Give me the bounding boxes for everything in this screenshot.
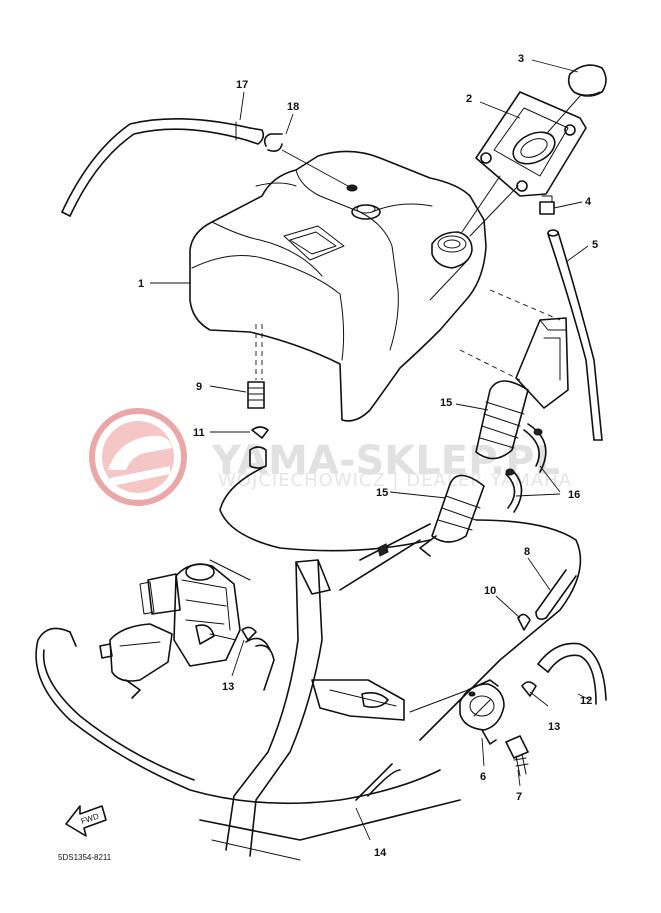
label-part-18: 18 [287,101,299,113]
part-labels: 1 2 3 4 5 8 9 10 11 12 13 13 14 15 15 16… [138,53,598,859]
hose-clip-mid [517,613,531,631]
fuel-hose-short [535,569,577,620]
label-part-11: 11 [193,427,205,439]
hose-clip-right [521,681,537,697]
vent-hose [61,118,265,217]
fuel-cock-bolt [505,735,529,777]
watermark-logo [89,408,187,506]
label-part-16: 16 [568,489,580,501]
label-part-3: 3 [518,53,524,65]
filler-cap [547,64,607,133]
carb-hose [245,637,275,691]
label-part-13-right: 13 [548,721,560,733]
hose-fitting [539,195,555,215]
fuel-tank [189,150,487,422]
fuel-cock [459,679,505,745]
fwd-arrow: FWD [65,805,107,837]
duct-frame [459,289,569,409]
filler-cover [461,91,587,237]
bellows-upper [475,380,529,460]
label-part-4: 4 [585,196,592,208]
diagram-code: 5DS1354-8211 [58,853,112,862]
label-part-1: 1 [138,278,144,290]
watermark: YAMA-SKLEP.PL WOJCIECHOWICZ | DEALER YAM… [89,408,571,506]
hose-clip-top [263,133,283,152]
label-part-14: 14 [374,847,387,859]
overflow-hose [547,229,603,441]
label-part-12: 12 [580,695,592,707]
label-part-5: 5 [592,239,598,251]
label-part-8: 8 [524,546,530,558]
label-part-9: 9 [196,381,202,393]
label-part-13-left: 13 [222,681,234,693]
fuel-line [35,467,582,805]
watermark-brand: YAMA-SKLEP.PL [211,438,560,484]
label-part-6: 6 [480,771,486,783]
leader-lines [150,59,591,841]
carburetor [99,563,241,699]
fuel-hose-right [537,642,607,705]
frame [199,523,469,861]
label-part-10: 10 [484,585,496,597]
hose-clamps [505,423,547,513]
carb-clip [241,626,257,641]
label-part-7: 7 [516,791,522,803]
label-part-2: 2 [466,93,472,105]
label-part-17: 17 [236,79,248,91]
label-part-15-upper: 15 [440,397,452,409]
label-part-15-lower: 15 [376,487,388,499]
fuel-sender [247,324,269,469]
